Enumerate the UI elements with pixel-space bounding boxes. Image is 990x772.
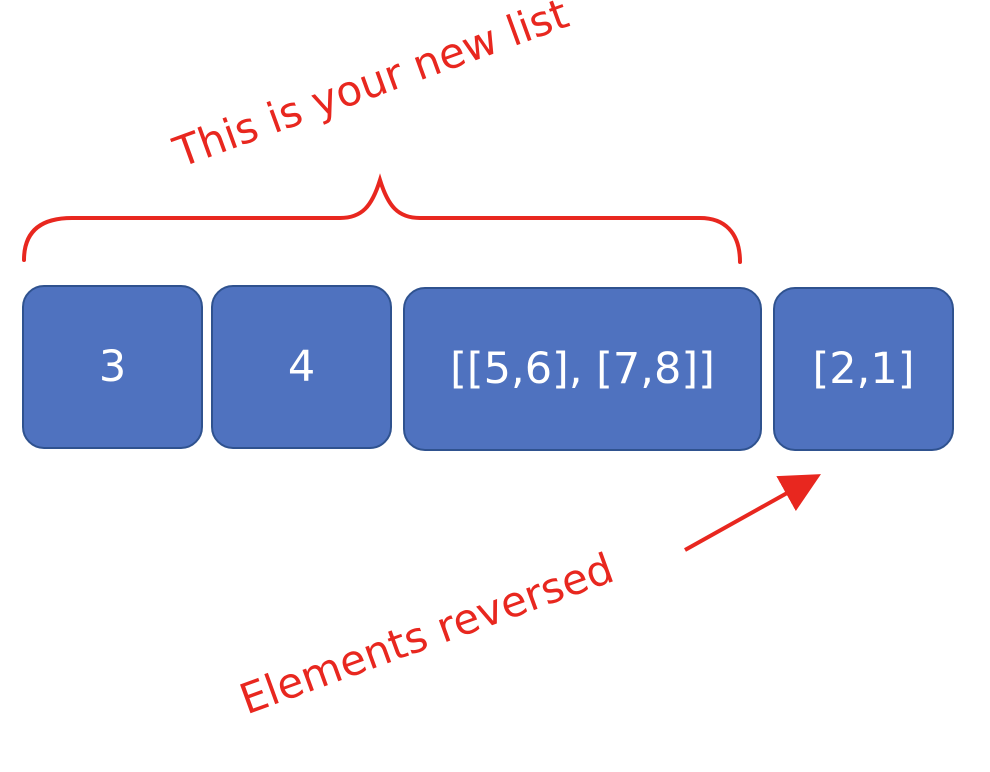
list-item-label: 3 [98,342,127,392]
pointer-arrow [684,474,821,552]
list-item-label: [[5,6], [7,8]] [450,344,715,394]
reversed-item-box: [2,1] [773,287,954,451]
list-item-box: 4 [211,285,392,449]
list-item-label: [2,1] [812,344,915,394]
list-item-box: 3 [22,285,203,449]
list-item-label: 4 [287,342,316,392]
list-item-box: [[5,6], [7,8]] [403,287,762,451]
curly-brace [22,173,742,264]
